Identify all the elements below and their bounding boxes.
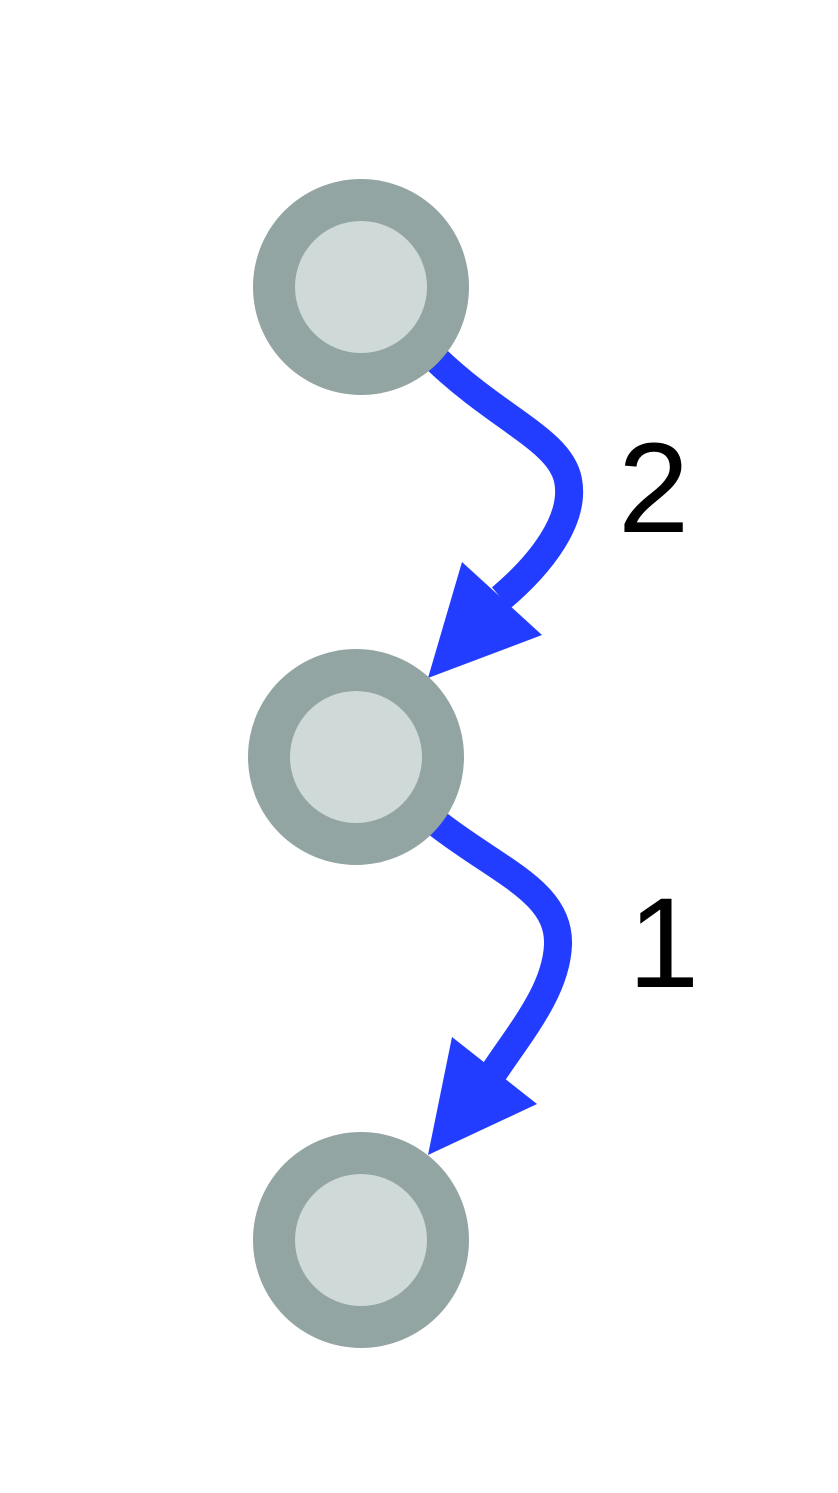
node-2 — [248, 649, 464, 865]
edge-1-arrowhead — [428, 562, 542, 678]
edge-1 — [427, 349, 584, 678]
edge-2 — [428, 812, 572, 1155]
edge-1-path — [427, 349, 584, 609]
node-3-fill — [295, 1174, 427, 1306]
node-1 — [253, 179, 469, 395]
node-1-fill — [295, 221, 427, 353]
node-3 — [253, 1132, 469, 1348]
edge-1-label: 2 — [618, 417, 689, 560]
edge-2-label: 1 — [628, 872, 699, 1015]
edge-2-path — [429, 812, 572, 1080]
edge-2-arrowhead — [428, 1037, 537, 1155]
node-2-fill — [290, 691, 422, 823]
